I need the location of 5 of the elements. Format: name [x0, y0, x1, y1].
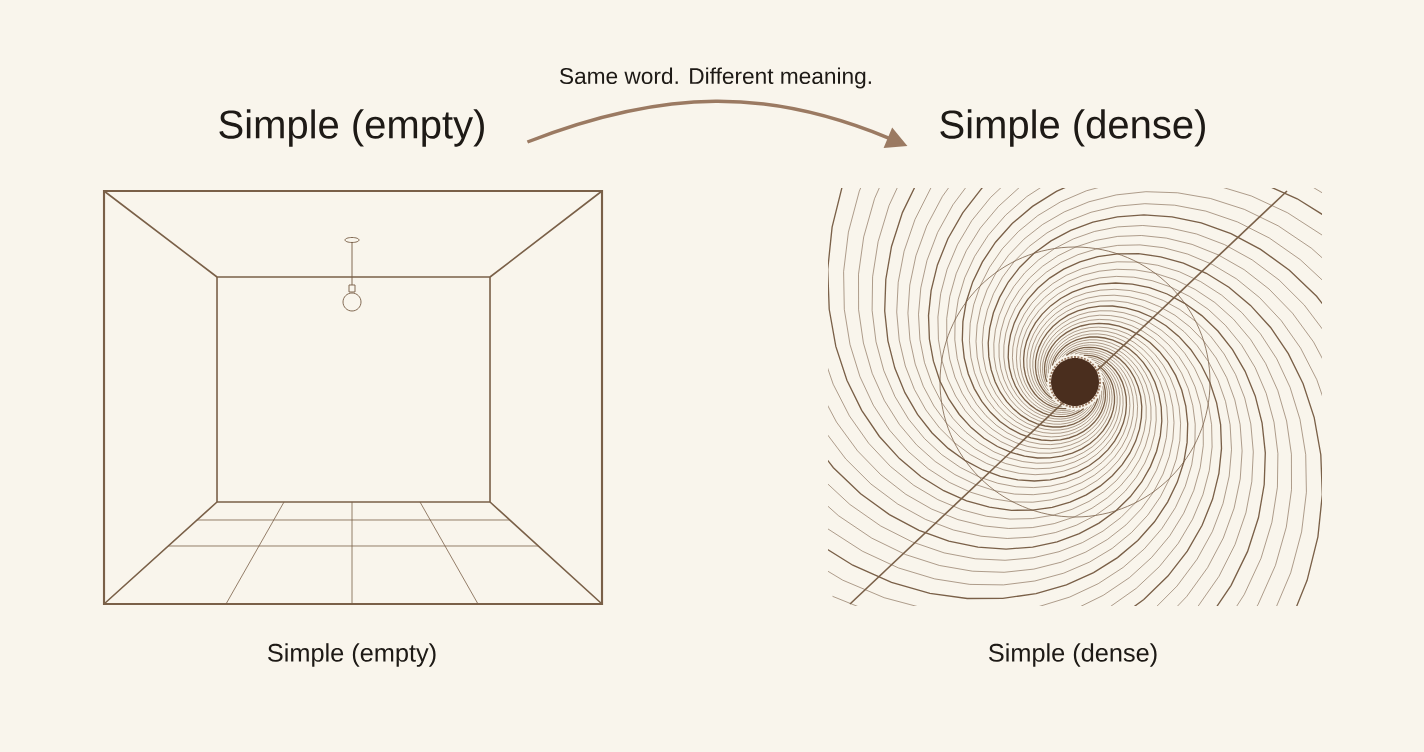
caption: Simple (empty): [268, 643, 436, 667]
heading: Simple (empty): [219, 109, 484, 147]
heading: Simple (dense): [940, 109, 1205, 147]
edge-label: Same word. Different meaning.: [559, 67, 871, 89]
caption: Simple (dense): [988, 643, 1157, 667]
